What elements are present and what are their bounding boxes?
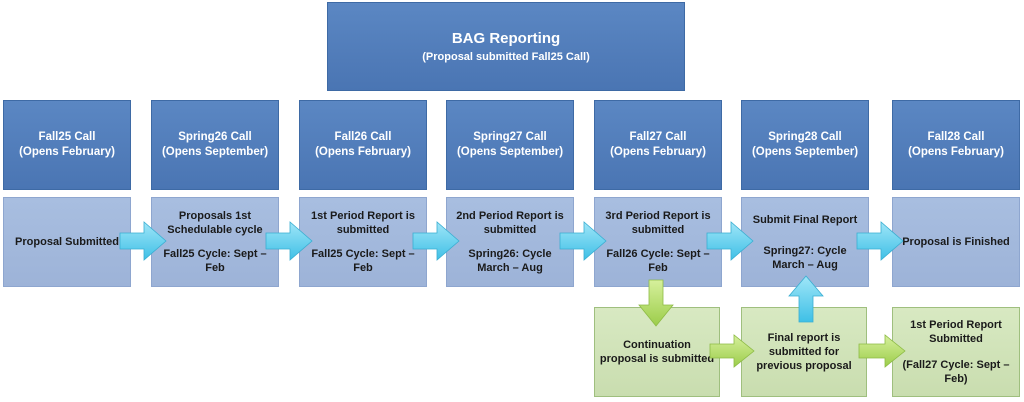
branch-box-first-period: 1st Period Report Submitted (Fall27 Cycl… (892, 307, 1020, 397)
step-cycle: Fall26 Cycle: Sept – Feb (606, 248, 710, 274)
call-name: Spring27 Call (473, 131, 547, 143)
branch-text: Final report is submitted for previous p… (756, 332, 852, 372)
branch-box-final-report: Final report is submitted for previous p… (741, 307, 867, 397)
step-box-6: Submit Final Report Spring27: Cycle Marc… (741, 197, 869, 287)
call-opens: (Opens September) (751, 146, 859, 158)
call-header-3: Fall26 Call (Opens February) (299, 100, 427, 190)
call-name: Fall26 Call (334, 131, 392, 143)
branch-box-continuation: Continuation proposal is submitted (594, 307, 720, 397)
step-cycle: Fall25 Cycle: Sept – Feb (311, 248, 415, 274)
diagram-subtitle: (Proposal submitted Fall25 Call) (422, 51, 590, 63)
step-box-5: 3rd Period Report is submitted Fall26 Cy… (594, 197, 722, 287)
call-name: Fall27 Call (629, 131, 687, 143)
call-name: Spring28 Call (768, 131, 842, 143)
call-header-6: Spring28 Call (Opens September) (741, 100, 869, 190)
step-cycle: Spring26: Cycle March – Aug (468, 248, 552, 274)
step-text: 2nd Period Report is submitted (456, 210, 564, 236)
step-text: 3rd Period Report is submitted (605, 210, 711, 236)
branch-text: Continuation proposal is submitted (599, 339, 715, 365)
call-header-4: Spring27 Call (Opens September) (446, 100, 574, 190)
step-text: Proposal Submitted (15, 236, 119, 248)
step-cycle: Spring27: Cycle March – Aug (763, 244, 847, 271)
step-text: Proposals 1st Schedulable cycle (167, 210, 263, 236)
call-header-2: Spring26 Call (Opens September) (151, 100, 279, 190)
diagram-title: BAG Reporting (451, 30, 561, 47)
branch-text: 1st Period Report Submitted (910, 319, 1002, 345)
call-header-5: Fall27 Call (Opens February) (594, 100, 722, 190)
step-box-7: Proposal is Finished (892, 197, 1020, 287)
call-name: Fall28 Call (927, 131, 985, 143)
call-opens: (Opens September) (161, 146, 269, 158)
branch-cycle: (Fall27 Cycle: Sept – Feb) (902, 359, 1010, 385)
call-opens: (Opens February) (610, 146, 706, 158)
call-opens: (Opens September) (456, 146, 564, 158)
call-header-7: Fall28 Call (Opens February) (892, 100, 1020, 190)
call-opens: (Opens February) (19, 146, 115, 158)
call-opens: (Opens February) (315, 146, 411, 158)
step-text: Submit Final Report (752, 213, 858, 226)
step-text: 1st Period Report is submitted (311, 210, 415, 236)
step-cycle: Fall25 Cycle: Sept – Feb (163, 248, 267, 274)
step-box-2: Proposals 1st Schedulable cycle Fall25 C… (151, 197, 279, 287)
call-name: Fall25 Call (38, 131, 96, 143)
step-box-1: Proposal Submitted (3, 197, 131, 287)
call-opens: (Opens February) (908, 146, 1004, 158)
call-header-1: Fall25 Call (Opens February) (3, 100, 131, 190)
step-box-3: 1st Period Report is submitted Fall25 Cy… (299, 197, 427, 287)
step-box-4: 2nd Period Report is submitted Spring26:… (446, 197, 574, 287)
call-name: Spring26 Call (178, 131, 252, 143)
diagram-title-box: BAG Reporting (Proposal submitted Fall25… (327, 2, 685, 91)
step-text: Proposal is Finished (902, 236, 1010, 248)
